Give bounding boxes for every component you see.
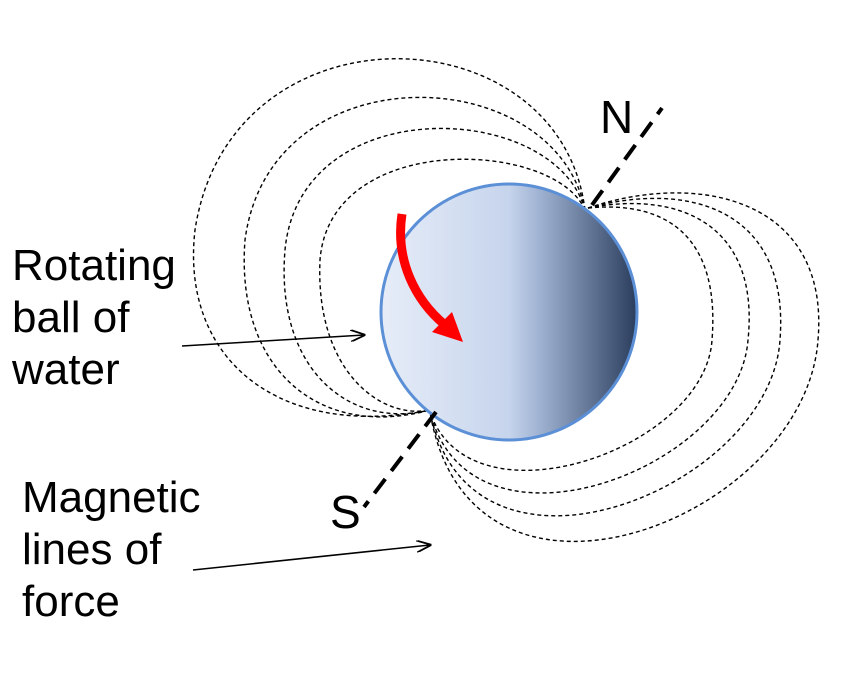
axis-north [590, 106, 664, 207]
axis-south [362, 410, 438, 509]
rotation-arrow [396, 213, 448, 329]
field-line [429, 202, 750, 494]
field-line [429, 192, 820, 543]
ball-label-line: ball of [12, 293, 130, 342]
ball-label: Rotating ball of water [12, 240, 176, 396]
field-line [429, 206, 714, 471]
field-lines-label-line: force [22, 577, 120, 626]
ball-pointer-arrow [181, 335, 364, 347]
field-line [319, 158, 586, 412]
lines-pointer-arrow [192, 545, 430, 571]
field-lines-label-line: Magnetic [22, 473, 201, 522]
ball-label-line: Rotating [12, 241, 176, 290]
field-lines [192, 58, 820, 543]
water-ball [379, 182, 639, 442]
north-pole-label: N [600, 91, 634, 143]
field-line [192, 58, 586, 417]
field-line [283, 127, 586, 415]
field-line [243, 96, 586, 418]
ball-label-line: water [12, 345, 120, 394]
field-lines-label: Magnetic lines of force [22, 472, 201, 628]
field-lines-label-line: lines of [22, 525, 162, 574]
south-pole-label: S [330, 486, 361, 538]
rotation-arrowhead [432, 312, 463, 342]
field-line [429, 197, 782, 517]
